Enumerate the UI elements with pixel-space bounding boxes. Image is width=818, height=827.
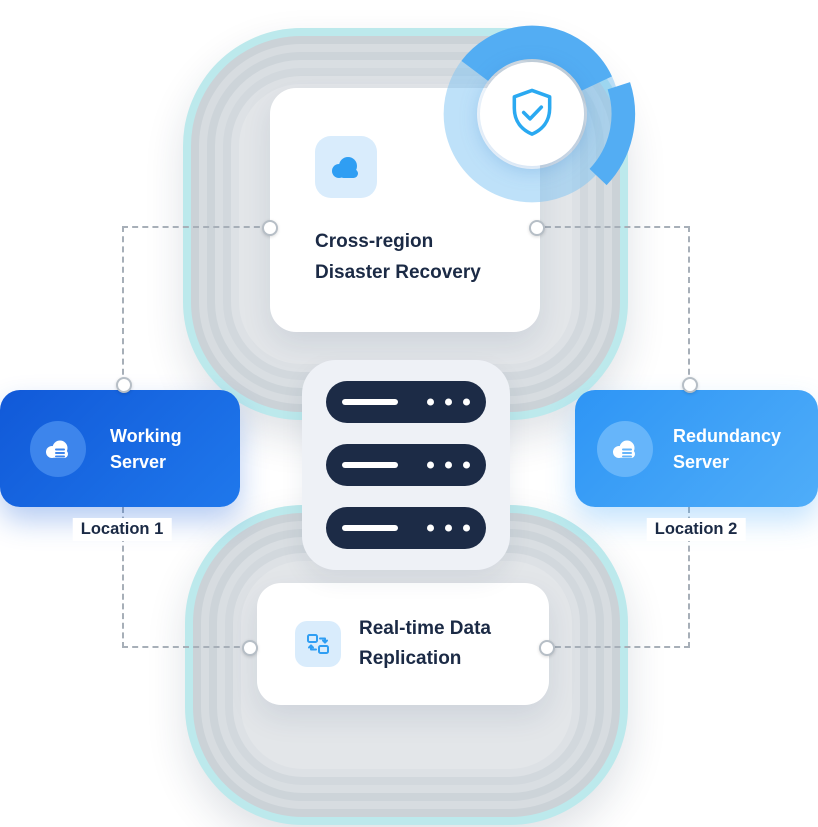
redundancy-server-label-line1: Redundancy xyxy=(673,425,782,446)
connector-line xyxy=(545,507,690,648)
server-slot-line xyxy=(342,462,398,468)
working-server-label-line1: Working xyxy=(110,425,182,446)
working-server-label-line2: Server xyxy=(110,451,167,472)
cloud-server-glyph xyxy=(46,440,68,458)
shield-badge xyxy=(424,6,640,222)
bottom-card-title: Real-time Data Replication xyxy=(359,614,491,674)
location-1-label: Location 1 xyxy=(72,518,172,541)
connector-node xyxy=(682,377,698,393)
bottom-card-title-line1: Real-time Data xyxy=(359,618,491,639)
data-replication-icon xyxy=(295,621,341,667)
redundancy-server-label-line2: Server xyxy=(673,451,730,472)
connector-line xyxy=(122,507,250,648)
cloud-server-glyph xyxy=(613,440,635,458)
connector-node xyxy=(529,220,545,236)
connector-line xyxy=(535,226,690,385)
server-bar xyxy=(326,507,486,549)
shield-check-icon xyxy=(428,10,636,218)
top-card-title-line1: Cross-region xyxy=(315,231,434,252)
connector-node xyxy=(116,377,132,393)
redundancy-server-label: Redundancy Server xyxy=(673,423,781,475)
top-card-title-line2: Disaster Recovery xyxy=(315,262,481,283)
working-server-card: Working Server xyxy=(0,390,240,507)
cloud-icon xyxy=(315,136,377,198)
redundancy-server-card: Redundancy Server xyxy=(575,390,818,507)
cloud-icon-glyph xyxy=(332,157,358,178)
data-replication-glyph xyxy=(307,634,329,654)
cloud-server-icon xyxy=(30,420,86,477)
connector-node xyxy=(242,640,258,656)
server-slot-line xyxy=(342,525,398,531)
server-bar xyxy=(326,381,486,423)
cloud-server-icon xyxy=(597,420,653,477)
connector-node xyxy=(539,640,555,656)
server-rack-icon xyxy=(302,360,510,570)
server-bar xyxy=(326,444,486,486)
replication-card: Real-time Data Replication xyxy=(257,583,549,705)
bottom-card-title-line2: Replication xyxy=(359,648,462,669)
connector-line xyxy=(122,226,270,385)
working-server-label: Working Server xyxy=(110,423,182,475)
server-slot-line xyxy=(342,399,398,405)
location-2-label: Location 2 xyxy=(646,518,746,541)
top-card-title: Cross-region Disaster Recovery xyxy=(315,226,540,288)
connector-node xyxy=(262,220,278,236)
server-led-dots xyxy=(427,461,470,469)
server-led-dots xyxy=(427,524,470,532)
server-led-dots xyxy=(427,398,470,406)
